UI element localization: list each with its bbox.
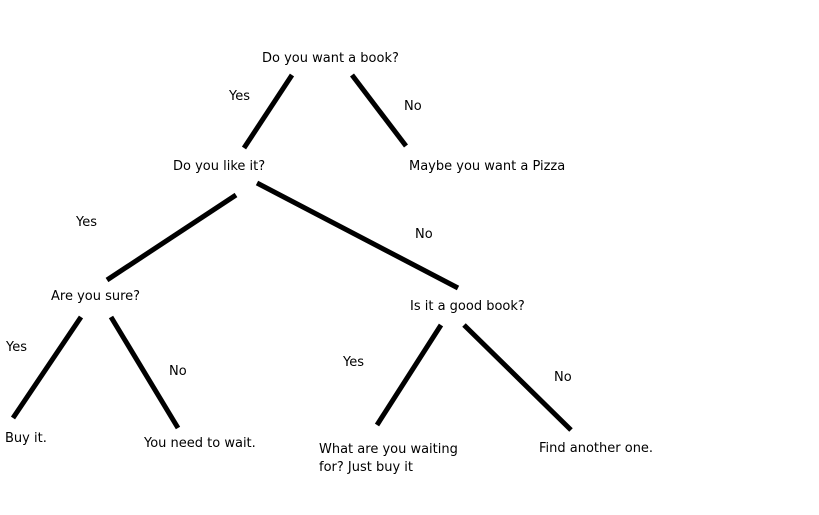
edge-like-no xyxy=(255,180,460,291)
edge-label-root-yes: Yes xyxy=(229,89,250,104)
edge-good-yes xyxy=(374,323,444,427)
node-buy-it-result: Buy it. xyxy=(5,431,47,446)
node-waiting-for-result: What are you waiting for? Just buy it xyxy=(319,442,458,475)
edge-label-sure-yes: Yes xyxy=(6,340,27,355)
node-good-book-question: Is it a good book? xyxy=(410,299,525,314)
edge-good-no xyxy=(462,323,573,432)
edge-root-yes xyxy=(241,73,295,150)
edge-label-good-no: No xyxy=(554,370,572,385)
node-like-it-question: Do you like it? xyxy=(173,159,266,174)
edge-label-like-no: No xyxy=(415,227,433,242)
node-need-to-wait-result: You need to wait. xyxy=(144,436,256,451)
edge-sure-yes xyxy=(10,315,84,420)
node-pizza-result: Maybe you want a Pizza xyxy=(409,159,566,174)
edge-label-good-yes: Yes xyxy=(343,355,364,370)
node-root-question: Do you want a book? xyxy=(262,51,399,66)
edge-sure-no xyxy=(108,315,181,430)
edge-label-sure-no: No xyxy=(169,364,187,379)
node-find-another-result: Find another one. xyxy=(539,441,654,456)
edge-root-no xyxy=(350,73,408,148)
node-are-you-sure-question: Are you sure? xyxy=(51,289,141,304)
edge-label-like-yes: Yes xyxy=(76,215,97,230)
edge-label-root-no: No xyxy=(404,99,422,114)
edge-like-yes xyxy=(105,192,238,283)
